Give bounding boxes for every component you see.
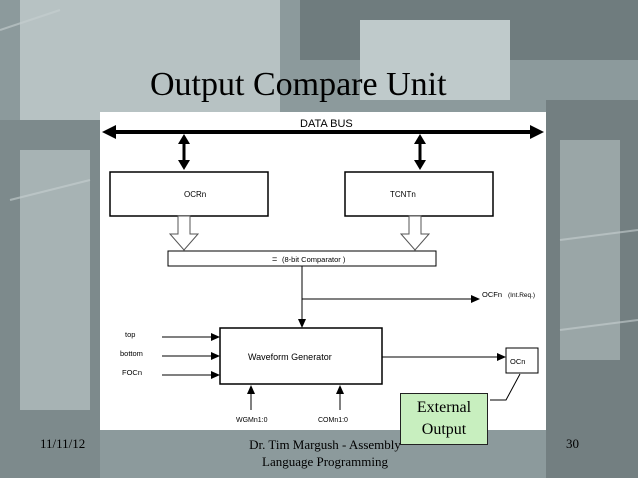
waveform-generator-label: Waveform Generator: [248, 352, 332, 362]
slide-page-number: 30: [566, 436, 579, 451]
input-label-focn: FOCn: [122, 368, 142, 377]
ocr-register-label: OCRn: [184, 190, 206, 199]
block-diagram: DATA BUS OCRn TCNTn = (8-bit Comparator …: [102, 118, 544, 424]
data-bus-arrow: [102, 125, 544, 139]
wgm-bits-label: WGMn1:0: [236, 417, 268, 424]
diagram-panel: DATA BUS OCRn TCNTn = (8-bit Comparator …: [100, 112, 546, 430]
ocr-to-comparator-arrow: [168, 215, 200, 251]
tcnt-to-comparator-arrow: [399, 215, 431, 251]
callout-pointer: [490, 373, 521, 401]
wgm-arrowhead: [247, 385, 255, 394]
data-bus-label: DATA BUS: [300, 118, 353, 130]
external-output-callout: External Output: [400, 393, 488, 445]
output-pin-box: [505, 347, 539, 374]
callout-line-2: Output: [421, 421, 467, 438]
input-label-bottom: bottom: [120, 349, 143, 358]
tcnt-register-box: [344, 171, 494, 217]
waveform-generator-box: [219, 327, 383, 385]
input-label-top: top: [125, 330, 135, 339]
output-pin-label: OCn: [510, 357, 525, 366]
waveform-input-arrowhead: [298, 319, 306, 328]
input-top-arrowhead: [211, 333, 220, 341]
com-arrowhead: [336, 385, 344, 394]
callout-line-1: External: [416, 399, 472, 416]
input-focn-arrowhead: [211, 371, 220, 379]
ocr-bus-arrow: [178, 134, 190, 170]
output-arrowhead: [497, 353, 506, 361]
tcnt-register-label: TCNTn: [390, 190, 416, 199]
comparator-label: (8-bit Comparator ): [282, 255, 346, 264]
comparator-symbol: =: [272, 254, 277, 264]
tcnt-bus-arrow: [414, 134, 426, 170]
footer-author: Dr. Tim Margush - Assembly Language Prog…: [249, 437, 401, 469]
com-bits-label: COMn1:0: [318, 417, 348, 424]
ocr-register-box: [109, 171, 269, 217]
ocf-flag-label: OCFn: [482, 290, 502, 299]
footer-date: 11/11/12: [40, 436, 86, 451]
slide-title: Output Compare Unit: [150, 66, 447, 103]
input-bottom-arrowhead: [211, 352, 220, 360]
ocf-note-label: (Int.Req.): [508, 292, 535, 299]
ocf-arrowhead: [471, 295, 480, 303]
